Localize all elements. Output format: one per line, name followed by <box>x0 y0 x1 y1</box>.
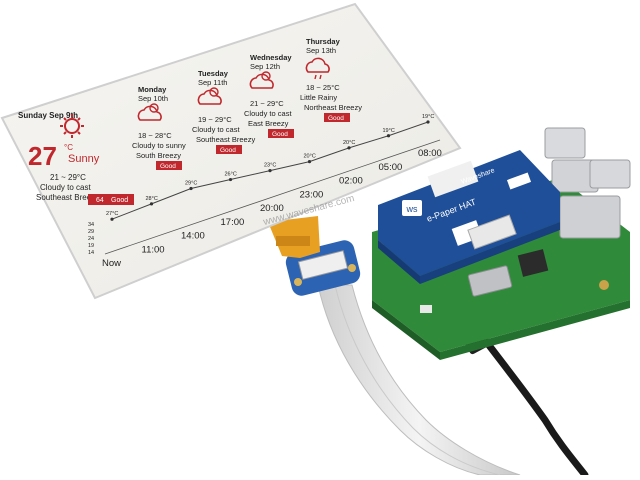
usb-ports <box>544 127 631 239</box>
svg-text:ws: ws <box>406 204 418 214</box>
hdmi-port <box>467 265 513 297</box>
flat-ribbon-cable <box>317 284 521 475</box>
waveshare-logo: ws <box>402 200 422 216</box>
